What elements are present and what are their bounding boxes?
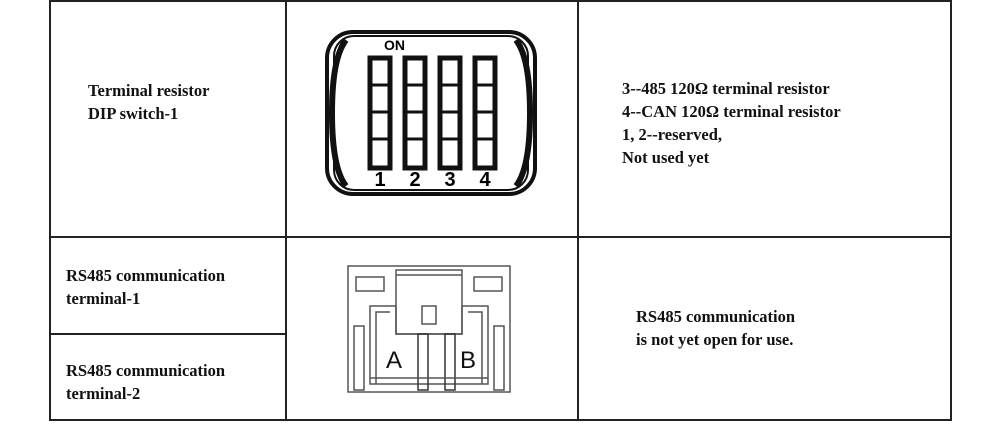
switch-number: 4 — [479, 169, 491, 191]
dip-switch-description: 3--485 120Ω terminal resistor 4--CAN 120… — [622, 77, 841, 169]
description-line: RS485 communication — [636, 307, 796, 326]
table-subrow-divider — [49, 333, 286, 335]
table-col-divider-1 — [285, 0, 287, 421]
label-line: RS485 communication — [66, 266, 226, 285]
dip-switch-diagram: ON 1 2 3 4 — [325, 30, 537, 196]
switch-number: 3 — [444, 169, 455, 191]
dip-switch-label: Terminal resistor DIP switch-1 — [88, 79, 209, 125]
label-line: Terminal resistor — [88, 81, 210, 100]
label-line: RS485 communication — [66, 361, 226, 380]
pin-label-a: A — [386, 347, 402, 374]
rs485-connector-diagram: A B — [347, 265, 511, 393]
description-line: 1, 2--reserved, — [622, 125, 723, 144]
rs485-description: RS485 communication is not yet open for … — [636, 305, 795, 351]
on-label: ON — [384, 37, 405, 53]
table-border-bottom — [49, 419, 952, 421]
rs485-terminal-1-label: RS485 communication terminal-1 — [66, 264, 225, 310]
table-border-left — [49, 0, 51, 421]
table-border-top — [49, 0, 952, 2]
description-line: 3--485 120Ω terminal resistor — [622, 79, 830, 98]
label-line: terminal-1 — [66, 289, 141, 308]
label-line: DIP switch-1 — [88, 104, 179, 123]
table-border-right — [950, 0, 952, 421]
switch-number: 1 — [374, 169, 385, 191]
switch-number: 2 — [409, 169, 420, 191]
description-line: is not yet open for use. — [636, 330, 794, 349]
pin-label-b: B — [460, 347, 476, 374]
table-row-divider — [49, 236, 952, 238]
label-line: terminal-2 — [66, 384, 141, 403]
description-line: Not used yet — [622, 148, 710, 167]
table-col-divider-2 — [577, 0, 579, 421]
description-line: 4--CAN 120Ω terminal resistor — [622, 102, 841, 121]
rs485-terminal-2-label: RS485 communication terminal-2 — [66, 359, 225, 405]
